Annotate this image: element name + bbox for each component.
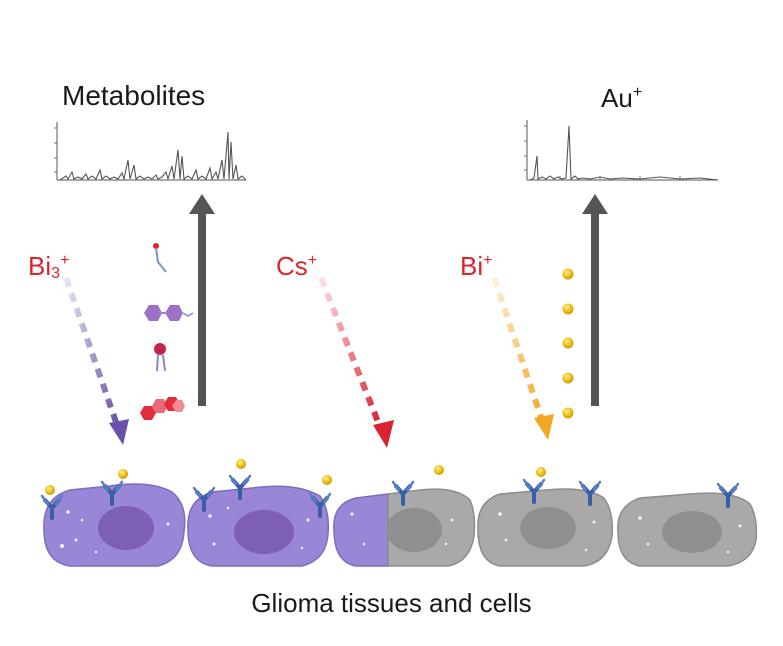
aromatic-molecule-icon [144, 305, 194, 321]
bi3-ion-label: Bi3+ [28, 252, 70, 281]
stained-cell [43, 483, 186, 567]
cs-beam [318, 276, 394, 448]
secondary-ion-arrow-right [582, 194, 608, 406]
bi-ion-base: Bi [460, 250, 484, 281]
gold-particle-icon [562, 268, 574, 419]
cs-ion-charge: + [307, 251, 318, 269]
bi3-beam [63, 277, 129, 445]
figure-caption: Glioma tissues and cells [251, 588, 532, 618]
unstained-cell [617, 492, 758, 567]
secondary-ion-arrow-left [189, 194, 215, 406]
bi3-ion-sub: 3 [51, 264, 61, 283]
au-spectrum [524, 120, 719, 181]
metabolites-spectrum-ticks [54, 127, 57, 173]
bi-ion-label: Bi+ [460, 252, 493, 279]
au-spectrum-x-ticks [559, 176, 681, 180]
bi-beam [491, 277, 554, 440]
stained-cell [187, 485, 330, 567]
bi3-ion-charge: + [60, 251, 70, 269]
bi-ion-charge: + [483, 251, 493, 269]
antibody-icon [40, 459, 740, 520]
au-spectrum-trace [529, 125, 719, 181]
metabolites-spectrum [54, 122, 247, 182]
bi3-ion-base: Bi [28, 250, 52, 281]
metabolites-spectrum-trace [59, 131, 247, 182]
unstained-cell [477, 488, 614, 567]
cs-ion-label: Cs+ [276, 252, 317, 279]
cs-ion-base: Cs [276, 250, 308, 281]
au-ion-label: Au+ [601, 84, 642, 111]
au-ion-base: Au [601, 82, 633, 113]
half-stained-cell [333, 488, 476, 567]
lipid-molecule-icon [153, 243, 167, 273]
au-spectrum-ticks [524, 125, 527, 171]
metabolites-label: Metabolites [62, 80, 206, 111]
peptide-chain-icon [140, 397, 185, 420]
lipid-molecule-icon [154, 343, 166, 372]
au-ion-charge: + [632, 83, 643, 101]
